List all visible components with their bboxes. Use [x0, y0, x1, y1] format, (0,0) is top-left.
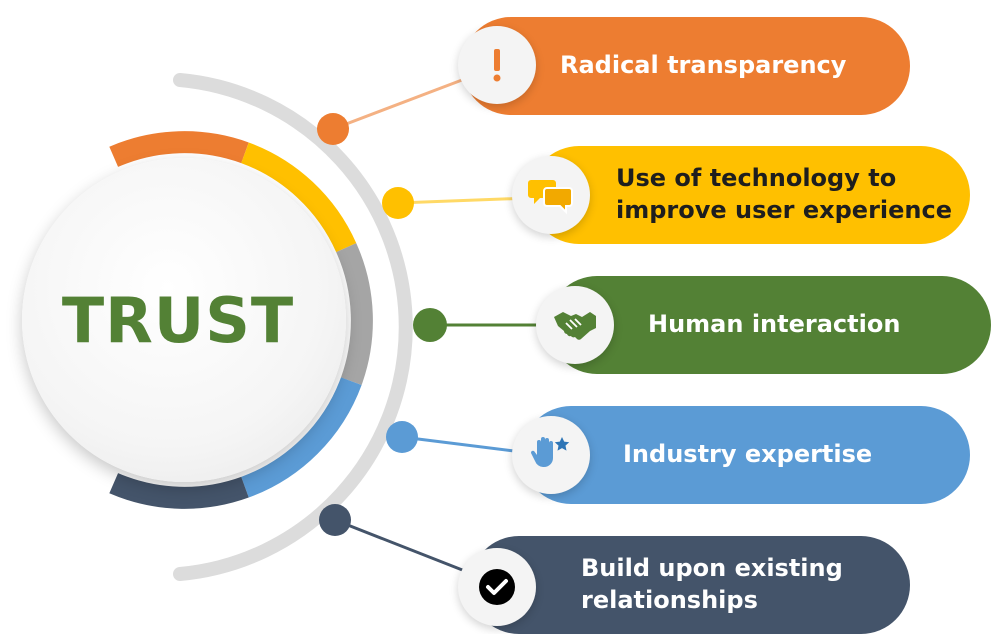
- item-icon-badge-4: [512, 416, 590, 494]
- connector-line-1: [332, 78, 463, 131]
- item-icon-badge-3: [536, 286, 614, 364]
- exclamation-icon: [493, 49, 501, 82]
- connector-dot-5: [319, 504, 351, 536]
- item-pill-radical-transparency: Radical transparency: [462, 17, 910, 115]
- ring-segment-gray: [336, 243, 373, 385]
- connector-dot-1: [317, 113, 349, 145]
- ring-segment-orange: [109, 131, 249, 167]
- item-label-human-interaction: Human interaction: [648, 310, 901, 339]
- connector-dot-2: [382, 187, 414, 219]
- center-title: TRUST: [61, 283, 295, 357]
- item-pill-human-interaction: Human interaction: [548, 276, 991, 374]
- connector-line-2: [397, 196, 531, 205]
- connector-line-4: [401, 435, 523, 454]
- hand-star-icon: [530, 437, 570, 467]
- item-icon-badge-1: [458, 26, 536, 104]
- item-label-line-1: Build upon existing: [581, 554, 843, 583]
- item-label-build-upon-relationships: Build upon existing relationships: [581, 553, 843, 616]
- item-label-industry-expertise: Industry expertise: [623, 440, 873, 469]
- item-pill-industry-expertise: Industry expertise: [522, 406, 970, 504]
- ring-segment-yellow: [241, 142, 357, 253]
- outer-arc: [173, 73, 413, 581]
- center-disc: TRUST: [22, 158, 346, 482]
- connector-dot-4: [386, 421, 418, 453]
- item-label-line-1: Use of technology to: [616, 164, 897, 193]
- connector-dot-3: [413, 308, 447, 342]
- handshake-icon: [554, 312, 596, 340]
- item-label-radical-transparency: Radical transparency: [560, 51, 847, 80]
- item-pill-build-upon-relationships: Build upon existing relationships: [470, 536, 910, 634]
- item-label-use-of-technology: Use of technology to improve user experi…: [616, 163, 952, 226]
- connector-line-5: [334, 518, 471, 575]
- item-icon-badge-5: [458, 548, 536, 626]
- ring-segment-blue: [241, 377, 362, 498]
- checkmark-icon: [479, 569, 515, 605]
- item-pill-use-of-technology: Use of technology to improve user experi…: [530, 146, 970, 244]
- ring-segment-navy: [109, 473, 249, 509]
- chat-bubbles-icon: [528, 180, 573, 215]
- item-label-line-2: improve user experience: [616, 196, 952, 224]
- item-label-line-2: relationships: [581, 586, 758, 614]
- item-icon-badge-2: [512, 156, 590, 234]
